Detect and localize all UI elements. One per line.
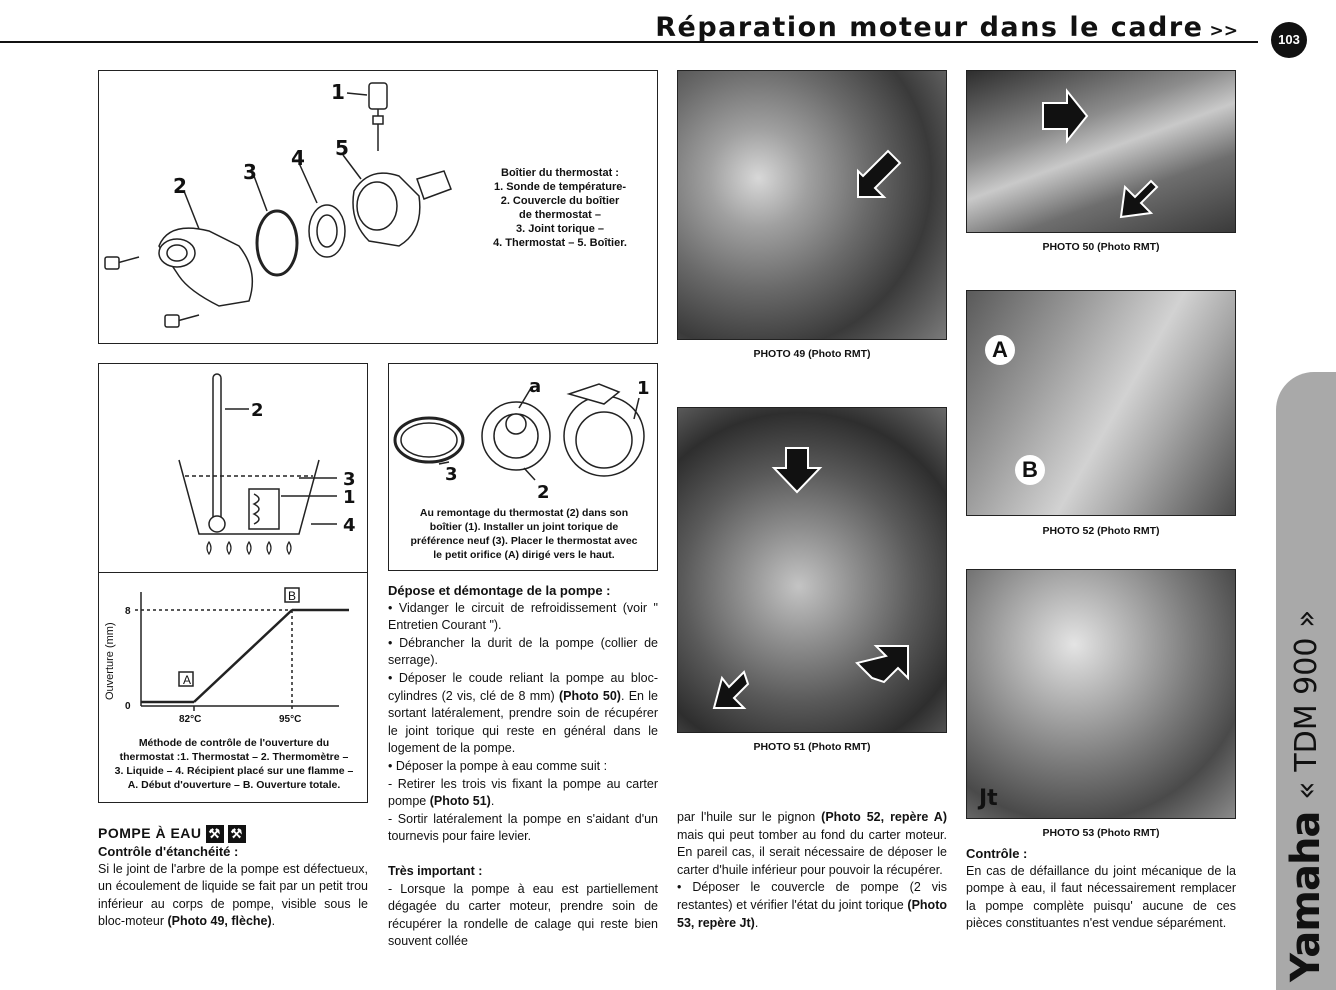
photo-50 — [966, 70, 1236, 233]
list-item: - Retirer les trois vis fixant la pompe … — [388, 776, 658, 809]
photo-51 — [677, 407, 947, 733]
x-tick-82: 82°C — [179, 714, 201, 725]
side-tab-label: Yamaha « TDM 900 » — [1276, 372, 1336, 990]
diagram-thermostat-housing: 1 2 3 4 5 Boîtier du thermostat : 1. Son… — [98, 70, 658, 344]
photo-53: Jt — [966, 569, 1236, 819]
diagram-caption: Boîtier du thermostat : 1. Sonde de temp… — [493, 167, 627, 249]
subheading: Dépose et démontage de la pompe : — [388, 583, 611, 598]
subheading: Contrôle d'étanchéité : — [98, 844, 239, 859]
photo-50-caption: PHOTO 50 (Photo RMT) — [1042, 241, 1160, 253]
mark-a: A — [183, 673, 191, 687]
callout-2: 2 — [537, 482, 550, 503]
diagram-oring-reassembly: a 1 3 2 Au remontage du thermostat (2) d… — [388, 363, 658, 571]
y-tick-8: 8 — [125, 606, 131, 617]
photo-label-jt: Jt — [979, 786, 998, 811]
callout-2: 2 — [173, 174, 187, 198]
side-tab-model: « TDM 900 » — [1288, 609, 1324, 800]
callout-1: 1 — [331, 80, 345, 104]
exploded-view-drawing: 1 2 3 4 5 — [104, 80, 452, 328]
callout-1: 1 — [637, 378, 650, 399]
callout-3: 3 — [343, 469, 356, 490]
callout-3: 3 — [243, 160, 257, 184]
photo-53-caption: PHOTO 53 (Photo RMT) — [1042, 827, 1160, 839]
list-item: • Déposer le couvercle de pompe (2 vis r… — [677, 880, 947, 930]
section-depose-pompe: Dépose et démontage de la pompe : • Vida… — [388, 582, 658, 951]
y-axis-label: Ouverture (mm) — [104, 622, 116, 700]
callout-a: a — [529, 376, 541, 397]
list-item: • Déposer la pompe à eau comme suit : — [388, 758, 608, 773]
diagram-caption: Méthode de contrôle de l'ouverture du th… — [114, 737, 354, 791]
arrow-icon — [1042, 88, 1159, 219]
side-tab — [1276, 372, 1336, 990]
section-heading: POMPE À EAU ⚒ ⚒ — [98, 825, 368, 843]
photo-52: A B — [966, 290, 1236, 516]
paragraph: par l'huile sur le pignon (Photo 52, rep… — [677, 810, 947, 877]
callout-1: 1 — [343, 487, 356, 508]
arrow-icon — [857, 149, 902, 198]
header-arrow: >> — [1209, 21, 1239, 41]
paragraph: En cas de défaillance du joint mécanique… — [966, 863, 1236, 931]
x-tick-95: 95°C — [279, 714, 301, 725]
photo-51-caption: PHOTO 51 (Photo RMT) — [753, 741, 871, 753]
diagram-divider — [99, 572, 367, 573]
photo-49 — [677, 70, 947, 340]
list-item: • Déposer le coude reliant la pompe au b… — [388, 670, 658, 756]
subheading: Très important : — [388, 863, 483, 878]
y-tick-0: 0 — [125, 701, 131, 712]
arrow-icon — [712, 447, 909, 709]
paragraph: Si le joint de l'arbre de la pompe est d… — [98, 861, 368, 929]
callout-4: 4 — [343, 515, 356, 536]
callout-2: 2 — [251, 400, 264, 421]
list-item: - Sortir latéralement la pompe en s'aida… — [388, 811, 658, 844]
side-tab-brand: Yamaha — [1283, 811, 1329, 982]
mark-b: B — [288, 589, 296, 603]
test-setup-drawing: 2 3 1 4 — [178, 373, 356, 556]
photo-52-caption: PHOTO 52 (Photo RMT) — [1042, 525, 1160, 537]
header-rule — [0, 41, 1258, 43]
section-pompe-a-eau: POMPE À EAU ⚒ ⚒ Contrôle d'étanchéité : … — [98, 825, 368, 931]
list-item: - Lorsque la pompe à eau est partielleme… — [388, 881, 658, 949]
photo-label-a: A — [985, 335, 1015, 365]
section-photo-52-53: par l'huile sur le pignon (Photo 52, rep… — [677, 809, 947, 932]
photo-49-caption: PHOTO 49 (Photo RMT) — [753, 348, 871, 360]
subheading: Contrôle : — [966, 846, 1028, 861]
section-controle: Contrôle : En cas de défaillance du join… — [966, 845, 1236, 933]
opening-graph: A B 8 0 82°C 95°C Ouverture (mm) — [104, 587, 349, 725]
callout-3: 3 — [445, 464, 458, 485]
spacer — [388, 846, 658, 863]
list-item: • Vidanger le circuit de refroidissement… — [388, 600, 658, 633]
wrench-icon: ⚒ — [205, 825, 224, 843]
callout-5: 5 — [335, 136, 349, 160]
photo-label-b: B — [1015, 455, 1045, 485]
wrench-icon: ⚒ — [227, 825, 246, 843]
reassembly-drawing: a 1 3 2 — [393, 376, 650, 503]
diagram-thermostat-test: 2 3 1 4 A B 8 0 82°C 95°C Ouverture (mm)… — [98, 363, 368, 803]
diagram-caption: Au remontage du thermostat (2) dans son … — [410, 507, 638, 561]
page-number-badge: 103 — [1271, 22, 1307, 58]
list-item: • Débrancher la durit de la pompe (colli… — [388, 635, 658, 668]
callout-4: 4 — [291, 146, 305, 170]
page-title: Réparation moteur dans le cadre>> — [655, 12, 1238, 43]
